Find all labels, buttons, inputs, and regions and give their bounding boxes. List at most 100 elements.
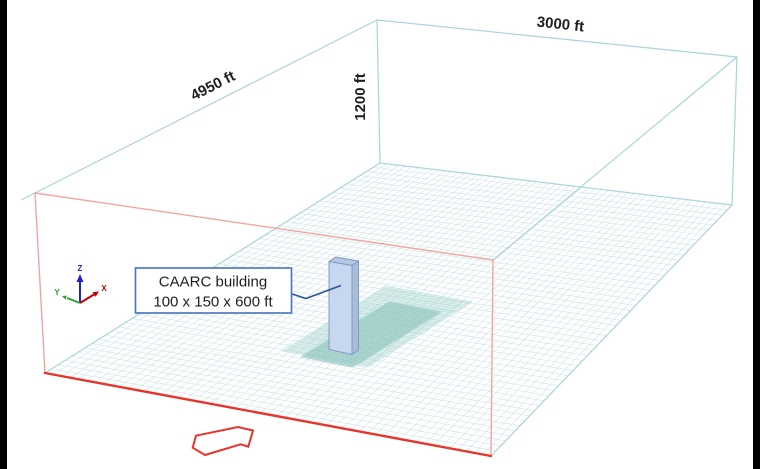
floor-right-edge xyxy=(490,204,733,457)
mesh-line xyxy=(118,326,545,402)
building-side-face xyxy=(351,260,359,355)
width-dimension-label: 3000 ft xyxy=(536,14,585,36)
mesh-line xyxy=(366,171,723,216)
mesh-line xyxy=(367,297,454,314)
axis-triad: Z X Y xyxy=(54,264,107,304)
mesh-line xyxy=(309,351,362,362)
mesh-line xyxy=(339,187,704,236)
mesh-line xyxy=(111,330,540,407)
mesh-line xyxy=(91,343,525,422)
mesh-line xyxy=(351,325,404,336)
domain-upper-edges xyxy=(21,19,738,261)
mesh-line xyxy=(388,301,442,313)
mesh-line xyxy=(245,246,636,306)
mesh-line xyxy=(78,351,516,432)
mesh-line xyxy=(98,339,530,417)
length-dimension-label: 4950 ft xyxy=(188,68,238,105)
mesh-line xyxy=(346,183,708,231)
top-width-edge xyxy=(376,19,738,58)
mesh-line xyxy=(352,306,439,324)
mesh-line xyxy=(346,310,433,328)
mesh-line xyxy=(353,179,713,226)
mesh-line xyxy=(279,225,660,281)
mesh-line xyxy=(358,321,411,332)
mesh-line xyxy=(353,323,406,335)
mesh-line xyxy=(380,307,433,318)
mesh-line xyxy=(311,349,365,361)
x-axis-label: X xyxy=(101,284,107,293)
mesh-line xyxy=(306,208,680,261)
mesh-line xyxy=(281,350,369,368)
mesh-line xyxy=(286,221,665,276)
mesh-line xyxy=(382,287,469,305)
top-right-diagonal-edge xyxy=(492,56,738,261)
mesh-line xyxy=(291,345,378,362)
x-axis: X xyxy=(79,284,107,304)
mesh-line xyxy=(382,305,435,317)
right-frame-bar xyxy=(753,0,760,469)
mesh-line xyxy=(132,318,554,392)
mesh-line xyxy=(307,352,360,364)
mesh-line xyxy=(305,354,358,365)
z-axis-label: Z xyxy=(78,264,83,273)
wind-direction-arrow-icon xyxy=(191,425,255,457)
mesh-line xyxy=(105,334,535,412)
mesh-line xyxy=(272,229,655,286)
mesh-line xyxy=(314,348,367,359)
building-front-face xyxy=(328,261,353,355)
top-length-edge xyxy=(21,19,378,201)
floor-mesh-grid xyxy=(44,162,733,457)
mesh-line xyxy=(232,255,627,316)
mesh-line xyxy=(386,303,439,314)
back-height-edge xyxy=(376,19,381,164)
z-axis: Z xyxy=(76,264,84,303)
mesh-line xyxy=(252,242,641,301)
inlet-face-edges xyxy=(34,192,494,458)
mesh-line xyxy=(358,302,445,320)
callout-line1: CAARC building xyxy=(159,274,267,291)
mesh-line xyxy=(361,301,448,318)
mesh-line xyxy=(303,355,356,366)
mesh-line xyxy=(355,322,409,333)
y-axis-label: Y xyxy=(54,288,60,297)
mesh-line xyxy=(385,285,473,303)
mesh-line xyxy=(384,304,437,315)
mesh-line xyxy=(375,310,428,321)
mesh-line xyxy=(371,312,424,324)
mesh-line xyxy=(360,319,413,331)
callout-box xyxy=(134,267,293,314)
mesh-line xyxy=(266,234,651,291)
mesh-line xyxy=(299,213,675,266)
mesh-line xyxy=(58,364,501,447)
callout-leader-line xyxy=(291,284,342,300)
mesh-line xyxy=(362,318,415,329)
mesh-line xyxy=(312,204,684,256)
mesh-line xyxy=(376,291,463,308)
floor-back-edge xyxy=(379,162,733,206)
mesh-line xyxy=(373,311,426,322)
mesh-line xyxy=(71,355,511,437)
mesh-line xyxy=(370,295,457,312)
y-axis: Y xyxy=(54,288,81,304)
mesh-line xyxy=(373,293,460,310)
inlet-left-edge xyxy=(34,192,46,374)
inlet-top-edge xyxy=(34,192,494,261)
mesh-line xyxy=(377,308,431,320)
mesh-line xyxy=(51,368,496,452)
height-dimension-label: 1200 ft xyxy=(352,73,369,121)
mesh-line xyxy=(364,316,417,328)
right-height-edge xyxy=(731,56,738,206)
mesh-line xyxy=(366,315,420,326)
mesh-line xyxy=(333,192,699,241)
mesh-line xyxy=(369,314,422,325)
mesh-line xyxy=(373,166,728,211)
mesh-line xyxy=(319,200,689,251)
mesh-line xyxy=(300,356,354,368)
mesh-line xyxy=(379,289,466,307)
mesh-line xyxy=(85,347,520,427)
mesh-line xyxy=(239,250,631,311)
mesh-line xyxy=(288,346,375,364)
mesh-line xyxy=(292,217,670,271)
